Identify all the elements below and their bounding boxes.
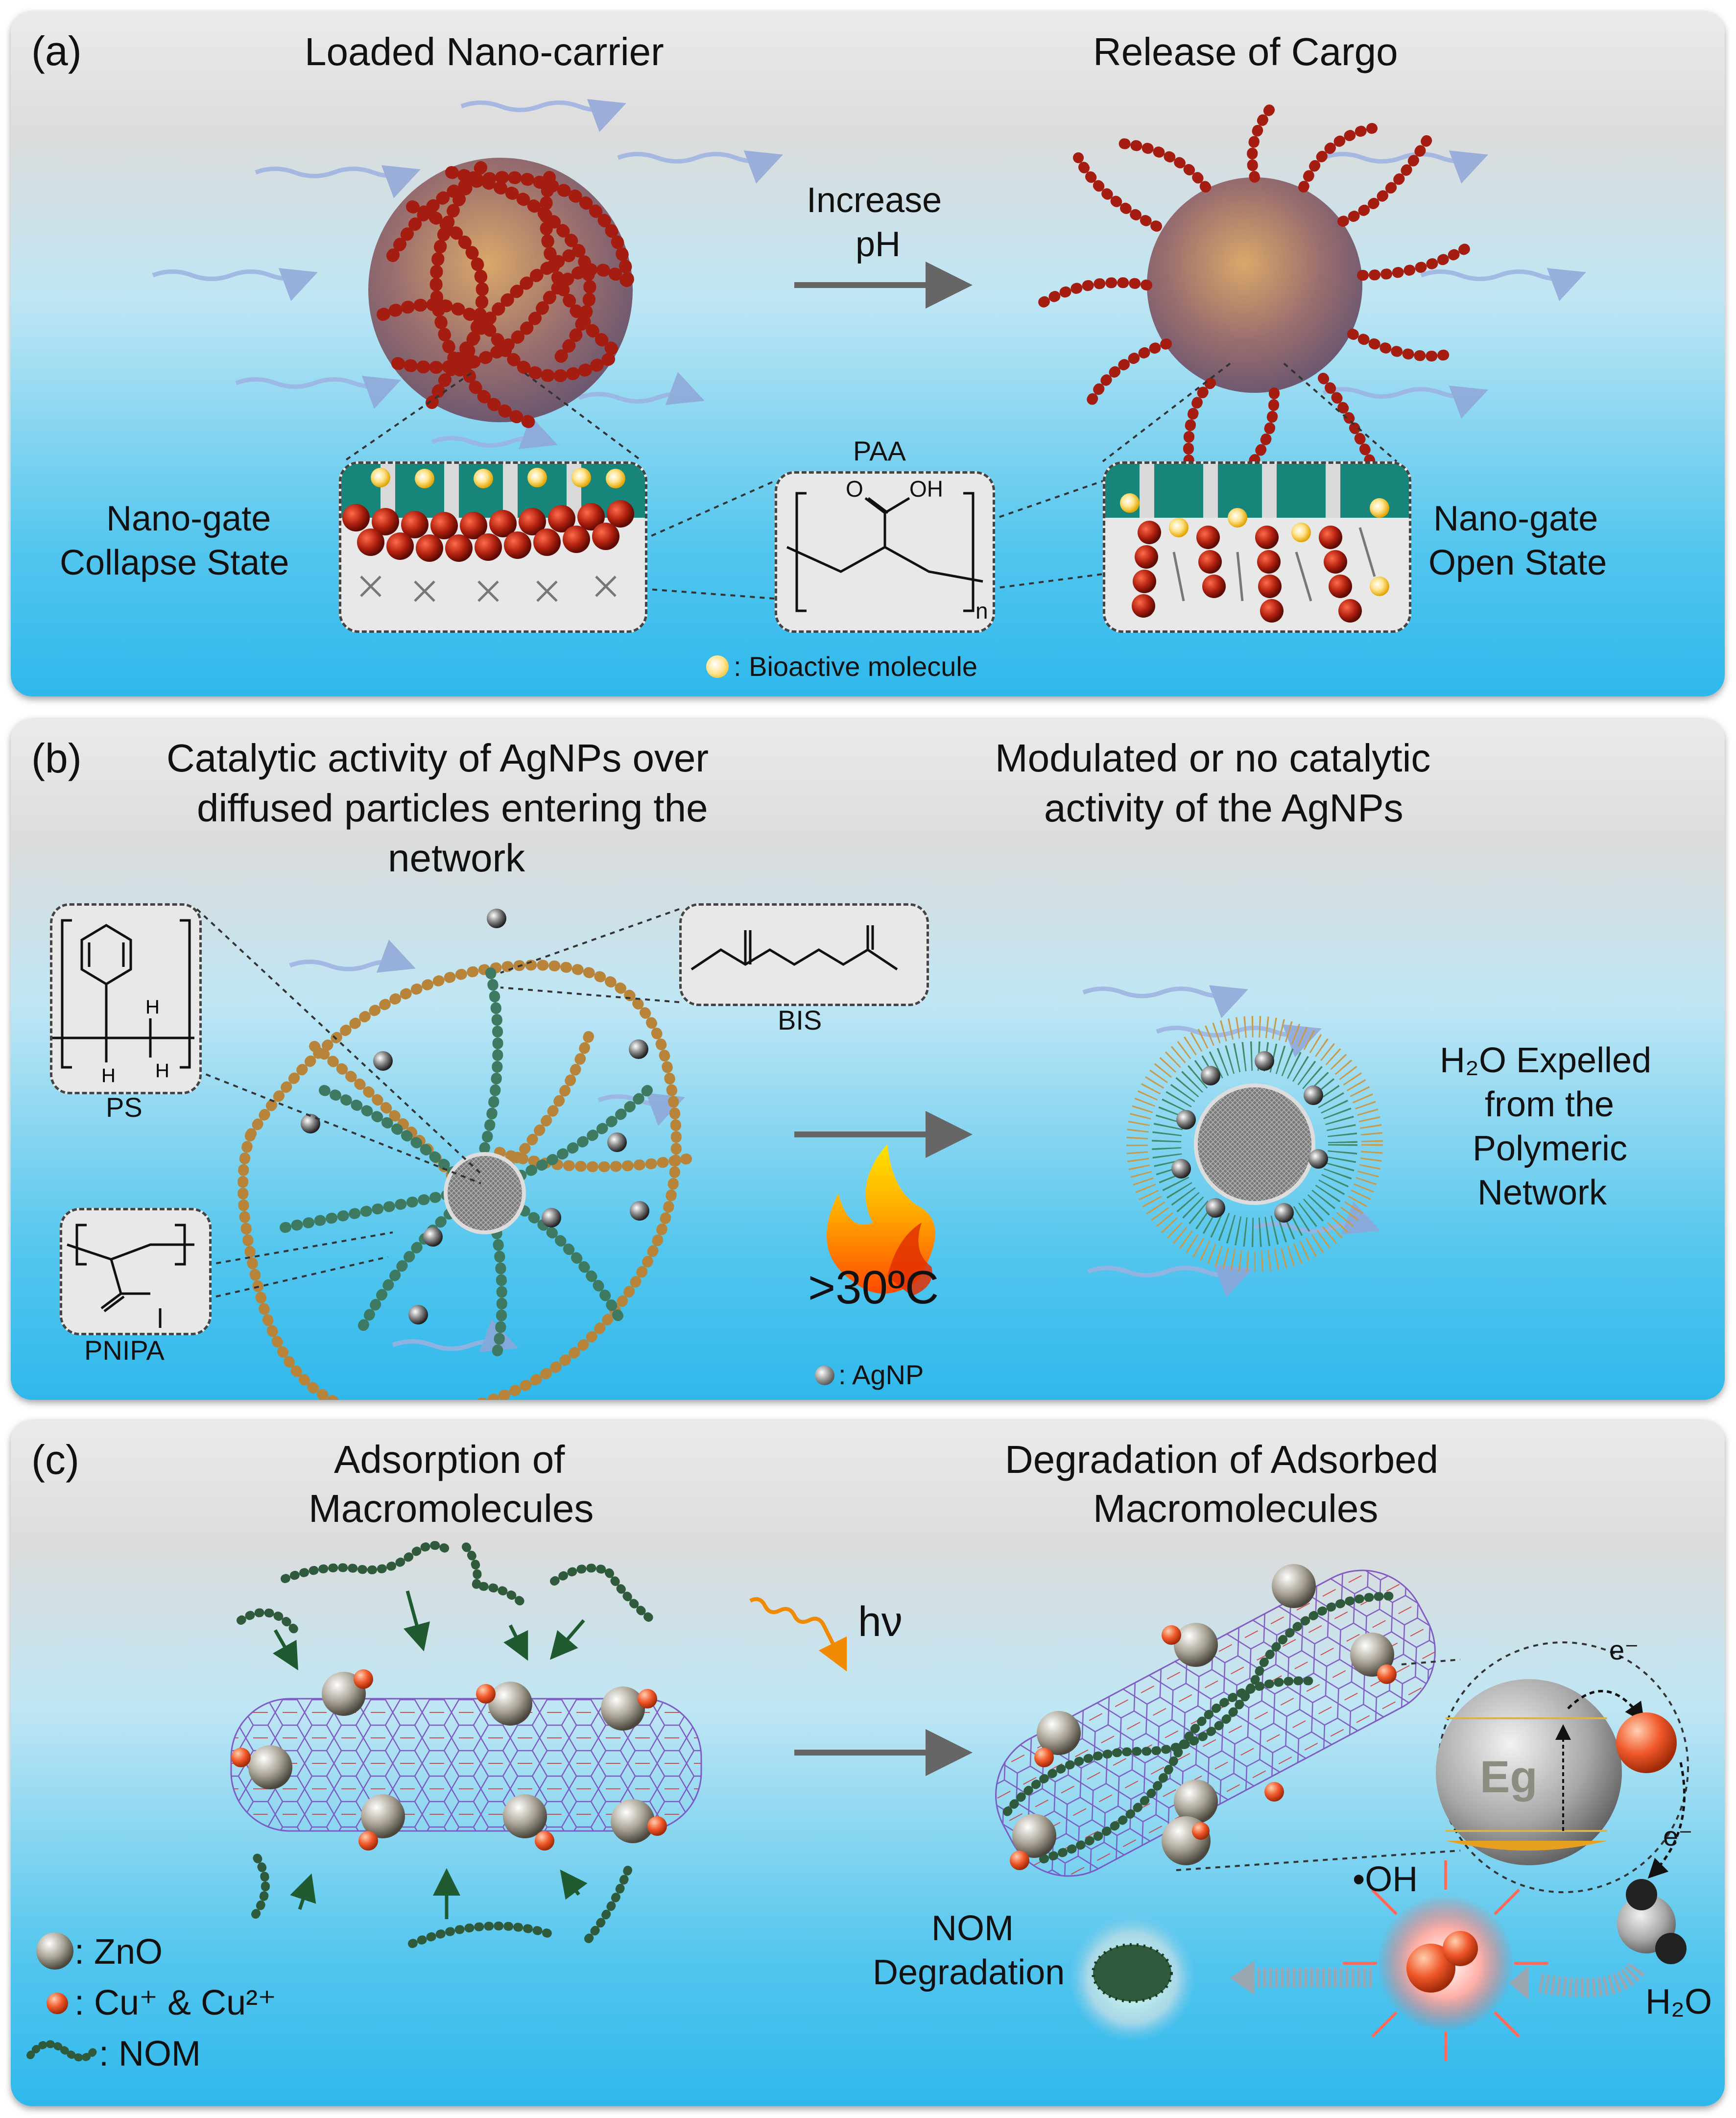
paa-oh-label: OH	[909, 476, 943, 502]
panel-c: (c) Adsorption of Macromolecules Degrada…	[11, 1420, 1725, 2106]
nom-degradation-label-2: Degradation	[873, 1953, 1065, 1992]
panel-a-title-left: Loaded Nano-carrier	[305, 30, 664, 73]
panel-a-label: (a)	[31, 28, 82, 74]
collapse-state-inset	[339, 461, 647, 633]
flame-icon	[827, 1144, 935, 1296]
paa-structure-inset: O OH n	[775, 471, 995, 633]
hv-label: hν	[858, 1598, 903, 1645]
panel-c-label: (c)	[31, 1437, 79, 1483]
panel-a-graphics	[152, 98, 1586, 600]
adsorption-arrows	[272, 1590, 588, 1919]
expelled-line-3: Polymeric	[1473, 1129, 1628, 1168]
released-nanocarrier	[1034, 98, 1475, 486]
electron-label-2: e⁻	[1663, 1821, 1693, 1852]
zno-legend: : ZnO	[74, 1932, 163, 1972]
agnp-legend: : AgNP	[838, 1359, 924, 1390]
flow-arrows-b	[289, 939, 1380, 1352]
panel-a: O OH n (a) Loaded Nano-carrier Release o…	[11, 11, 1725, 697]
paa-n-subscript: n	[975, 598, 988, 624]
panel-a-title-right: Release of Cargo	[1093, 30, 1398, 73]
panel-b: H H H (b) Catalytic activity of AgNPs ov…	[11, 718, 1725, 1400]
bioactive-legend-icon	[706, 655, 729, 678]
agnp-particles	[301, 909, 649, 1324]
panel-c-title-left-2: Macromolecules	[309, 1487, 594, 1530]
nom-legend: : NOM	[99, 2034, 201, 2073]
nanotube-left	[230, 1669, 702, 1851]
panel-c-title-left-1: Adsorption of	[334, 1438, 565, 1481]
agnp-legend-icon	[815, 1366, 834, 1385]
degradation-arrows	[1255, 1962, 1645, 1998]
cu-legend-icon	[47, 1993, 68, 2014]
bis-structure-inset	[679, 903, 929, 1006]
central-particle	[444, 1152, 526, 1234]
paa-label: PAA	[853, 435, 906, 466]
panel-b-title-left-3: network	[388, 836, 525, 880]
collapse-state-label-1: Nano-gate	[106, 499, 271, 538]
svg-text:H: H	[101, 1065, 116, 1086]
pnipa-label: PNIPA	[84, 1335, 165, 1366]
expelled-line-2: from the	[1485, 1085, 1615, 1124]
cu-legend: : Cu⁺ & Cu²⁺	[74, 1983, 277, 2022]
ps-label: PS	[106, 1092, 143, 1123]
bandgap-sphere	[1436, 1641, 1689, 1893]
bandgap-label: Eg	[1480, 1752, 1538, 1802]
pnipa-structure-inset	[60, 1208, 212, 1335]
flow-arrows	[152, 99, 1586, 449]
panel-c-title-right-1: Degradation of Adsorbed	[1005, 1438, 1439, 1481]
zno-legend-icon	[36, 1932, 73, 1970]
collapse-state-label-2: Collapse State	[60, 543, 289, 582]
loaded-nanocarrier	[368, 158, 639, 429]
temperature-label: >30ºC	[808, 1261, 939, 1314]
bioactive-legend: : Bioactive molecule	[734, 651, 978, 682]
collapsed-globule	[1126, 1016, 1383, 1273]
oh-radical	[1343, 1860, 1548, 2061]
ph-label-1: Increase	[807, 181, 942, 220]
panel-b-graphics	[196, 908, 1383, 1400]
open-state-inset	[1103, 461, 1411, 633]
oh-radical-label: •OH	[1353, 1860, 1418, 1899]
nom-legend-icon	[26, 2040, 98, 2062]
ph-label-2: pH	[856, 225, 901, 264]
expelled-line-1: H₂O Expelled	[1440, 1041, 1652, 1080]
panel-b-title-left-2: diffused particles entering the	[197, 786, 708, 830]
svg-text:H: H	[155, 1060, 169, 1082]
panel-b-label: (b)	[31, 735, 82, 781]
water-molecule	[1617, 1879, 1687, 1964]
paa-o-label: O	[846, 476, 863, 502]
panel-c-graphics	[26, 1541, 1689, 2062]
panel-b-title-left-1: Catalytic activity of AgNPs over	[166, 736, 709, 780]
ps-structure-inset: H H H	[50, 903, 202, 1094]
open-state-label-1: Nano-gate	[1433, 499, 1598, 538]
water-label: H₂O	[1645, 1982, 1712, 2022]
open-state-label-2: Open State	[1428, 543, 1607, 582]
panel-c-title-right-2: Macromolecules	[1093, 1487, 1379, 1530]
expelled-line-4: Network	[1477, 1173, 1607, 1212]
photon-icon	[749, 1597, 847, 1672]
nom-degradation-label-1: NOM	[931, 1909, 1014, 1948]
panel-b-title-right-2: activity of the AgNPs	[1044, 786, 1403, 830]
nanotube-right	[995, 1569, 1436, 1877]
bis-label: BIS	[778, 1005, 822, 1035]
panel-b-title-right-1: Modulated or no catalytic	[995, 736, 1431, 780]
svg-text:H: H	[145, 996, 160, 1018]
electron-label-1: e⁻	[1609, 1635, 1639, 1665]
nom-chains-left	[237, 1541, 657, 1948]
nom-degraded	[1069, 1914, 1196, 2042]
